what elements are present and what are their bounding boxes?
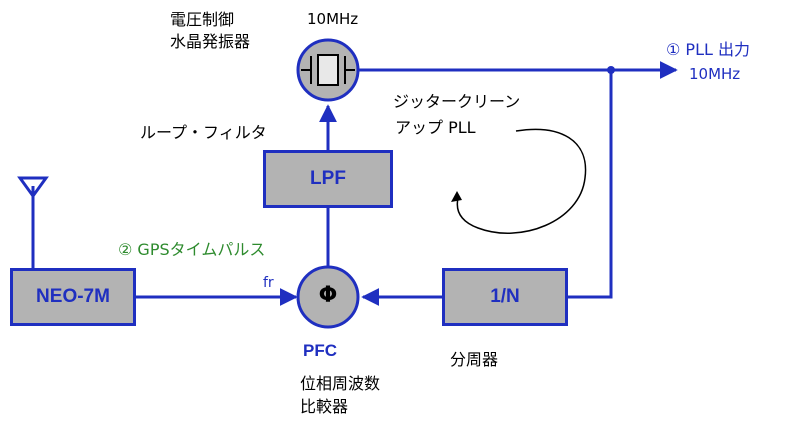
loop-filter-label: ループ・フィルタ bbox=[140, 123, 267, 142]
pfc-symbol: Φ bbox=[318, 283, 338, 308]
gps-pulse-label: ② GPSタイムパルス bbox=[118, 240, 266, 259]
neo-7m-block: NEO-7M bbox=[10, 268, 136, 326]
output-frequency: 10MHz bbox=[689, 65, 741, 83]
vcxo-crystal-icon bbox=[296, 38, 360, 102]
jitter-label-line1: ジッタークリーン bbox=[393, 92, 521, 111]
loop-curve bbox=[456, 128, 587, 234]
pfc-circle bbox=[296, 265, 360, 329]
vcxo-label-line2: 水晶発振器 bbox=[170, 32, 251, 51]
jitter-label-line2: アップ PLL bbox=[395, 118, 476, 137]
output-label: ① PLL 出力 bbox=[666, 40, 750, 59]
lpf-label: LPF bbox=[310, 168, 346, 189]
pfc-desc-line1: 位相周波数 bbox=[300, 374, 381, 393]
vcxo-frequency: 10MHz bbox=[307, 10, 359, 28]
lpf-block: LPF bbox=[263, 150, 393, 208]
loop-arrowhead bbox=[451, 191, 462, 202]
pfc-desc-line2: 比較器 bbox=[300, 397, 349, 416]
fr-label: fr bbox=[263, 275, 274, 291]
divider-block: 1/N bbox=[442, 268, 568, 326]
neo-7m-label: NEO-7M bbox=[36, 286, 110, 307]
pfc-name: PFC bbox=[303, 341, 337, 360]
divider-desc: 分周器 bbox=[450, 350, 499, 369]
wire-feedback bbox=[568, 70, 613, 299]
vcxo-label-line1: 電圧制御 bbox=[170, 10, 235, 29]
antenna-icon bbox=[17, 176, 49, 268]
divider-label: 1/N bbox=[490, 286, 520, 307]
